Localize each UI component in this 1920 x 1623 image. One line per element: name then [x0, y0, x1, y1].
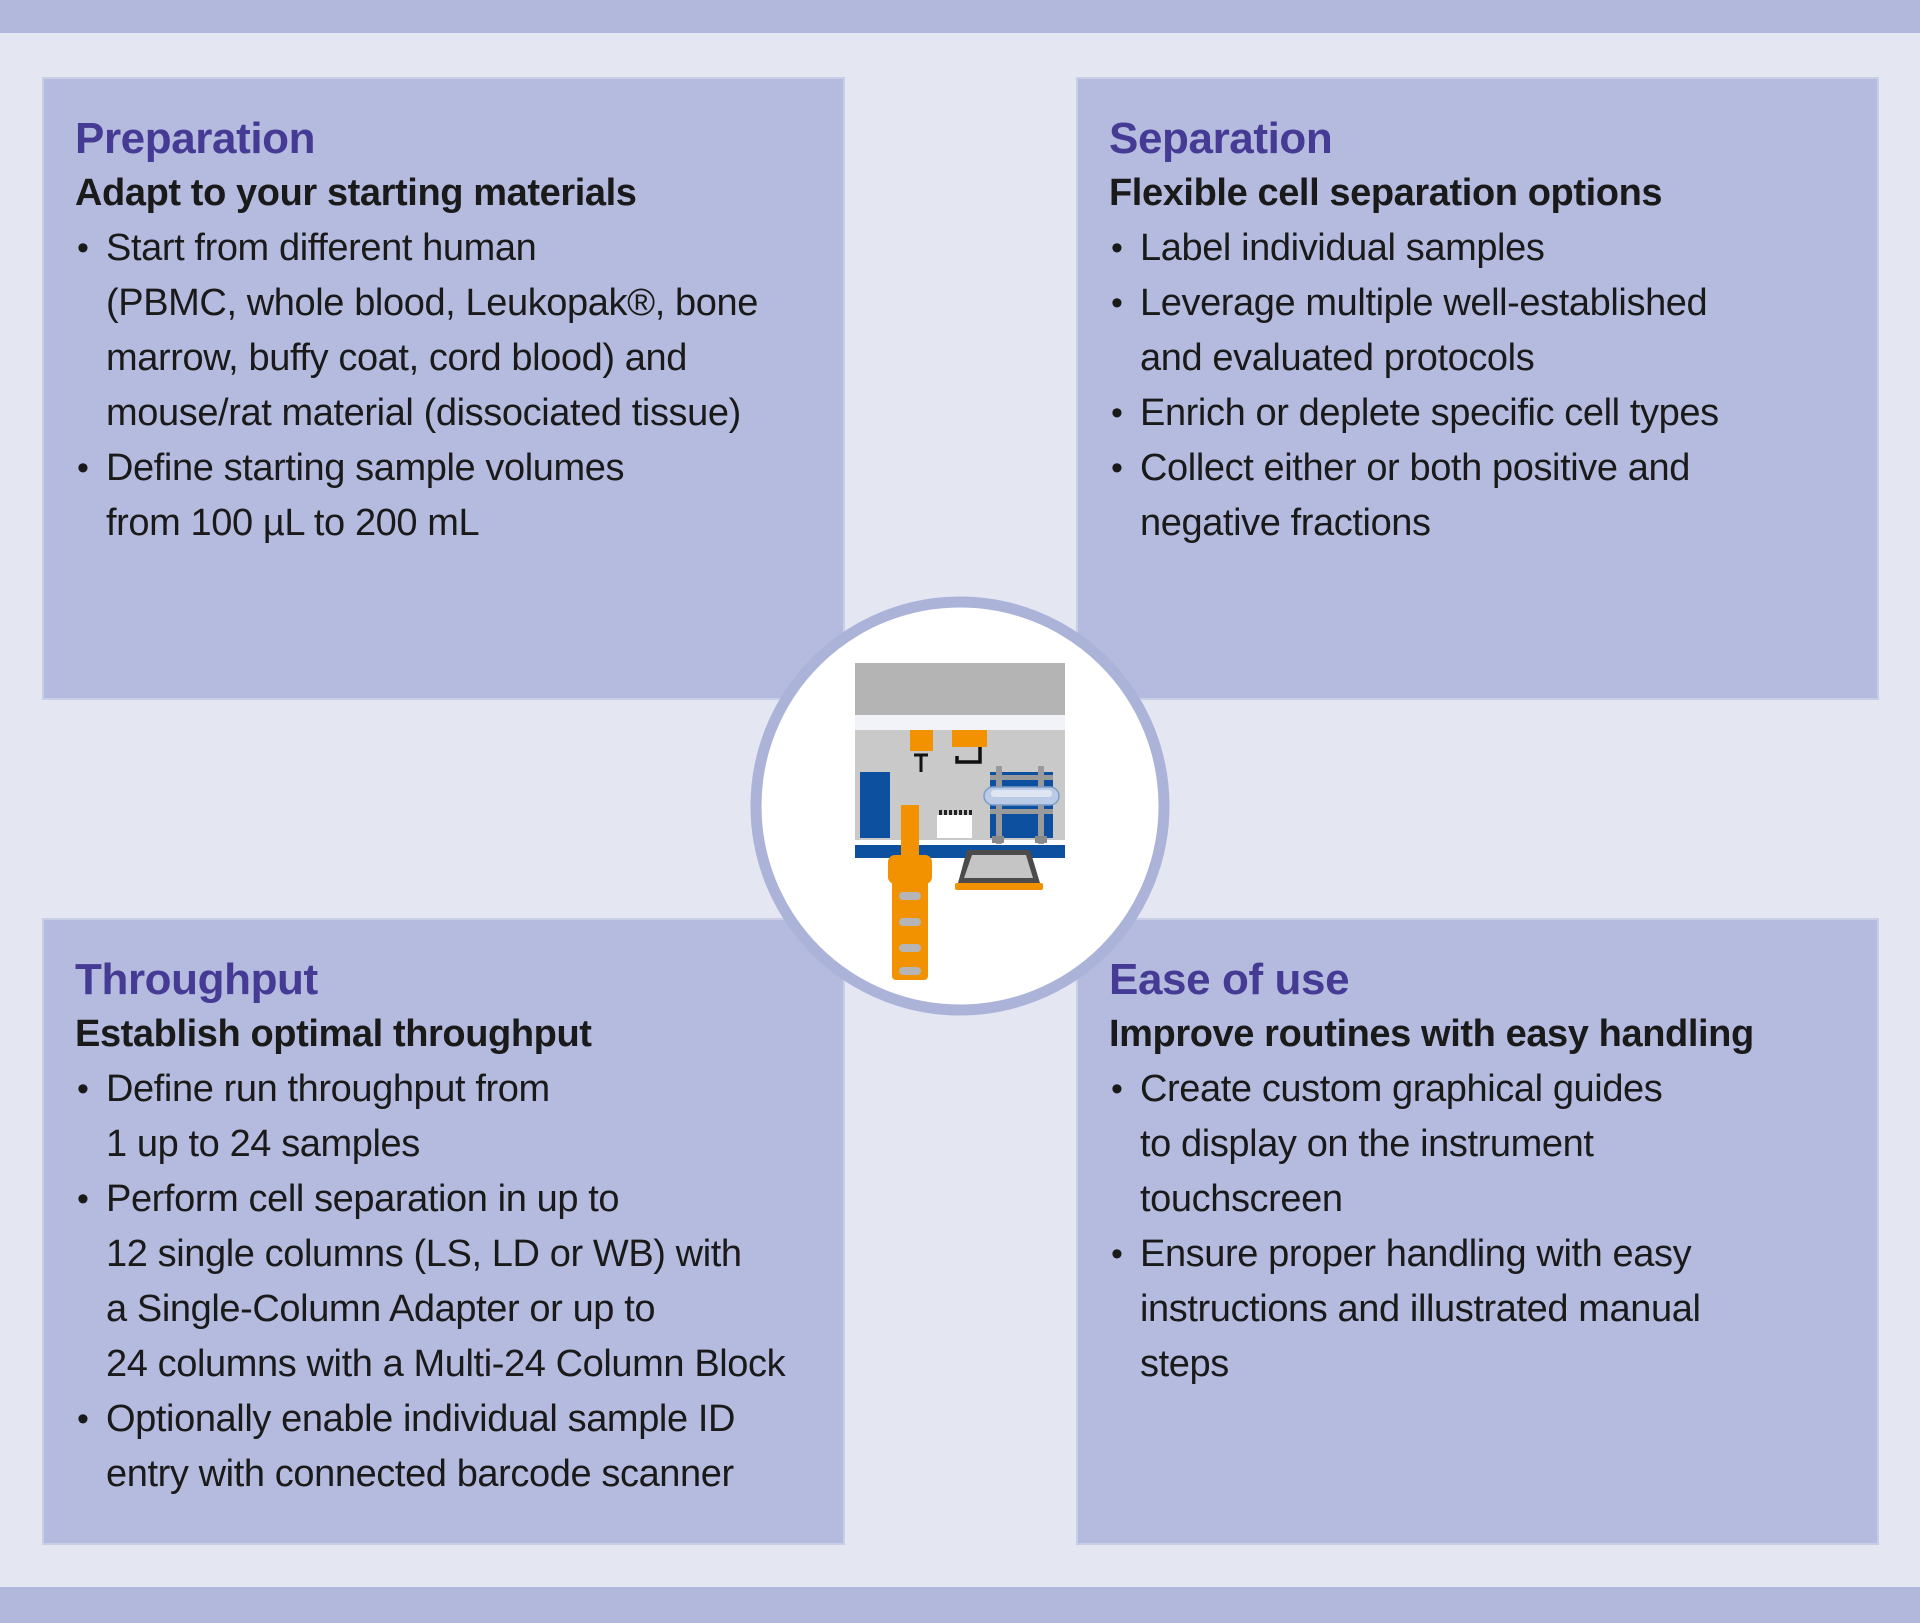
- ease-of-use-bullet-line: instructions and illustrated manual: [1140, 1288, 1701, 1330]
- throughput-heading: Throughput: [75, 955, 318, 1004]
- cell-separator-instrument-illustration: [750, 596, 1170, 1016]
- ease-of-use-heading: Ease of use: [1109, 955, 1350, 1004]
- ease-of-use-bullet-line: steps: [1140, 1343, 1229, 1385]
- separation-bullet-line: and evaluated protocols: [1140, 337, 1535, 379]
- pump-assembly: [983, 766, 1060, 844]
- ease-of-use-bullet-line: Create custom graphical guides: [1109, 1062, 1863, 1117]
- panel-ease-of-use: Ease of use Improve routines with easy h…: [1076, 918, 1879, 1545]
- throughput-subheading: Establish optimal throughput: [75, 1013, 592, 1055]
- preparation-subheading: Adapt to your starting materials: [75, 172, 637, 214]
- separation-subheading: Flexible cell separation options: [1109, 172, 1663, 214]
- ease-of-use-bullet-line: Ensure proper handling with easy: [1109, 1227, 1863, 1282]
- bottom-accent-band: [0, 1587, 1920, 1623]
- instrument-door: [860, 772, 890, 838]
- center-instrument-circle: [750, 596, 1170, 1016]
- tube-rack: [937, 810, 972, 838]
- preparation-heading: Preparation: [75, 114, 316, 163]
- separation-bullet-line: Enrich or deplete specific cell types: [1109, 386, 1863, 441]
- separation-column: [888, 805, 932, 980]
- separation-bullet-line: Leverage multiple well-established: [1109, 276, 1863, 331]
- separation-bullet-line: Label individual samples: [1109, 221, 1863, 276]
- throughput-bullet-line: 12 single columns (LS, LD or WB) with: [106, 1233, 742, 1275]
- preparation-bullet-line: (PBMC, whole blood, Leukopak®, bone: [106, 282, 758, 324]
- throughput-bullet-line: 24 columns with a Multi-24 Column Block: [106, 1343, 786, 1385]
- panel-separation: Separation Flexible cell separation opti…: [1076, 77, 1879, 700]
- preparation-bullet-line: mouse/rat material (dissociated tissue): [106, 392, 741, 434]
- preparation-bullet-line: Define starting sample volumes: [75, 441, 829, 496]
- separation-bullet-line: Collect either or both positive and: [1109, 441, 1863, 496]
- throughput-bullet-line: Optionally enable individual sample ID: [75, 1392, 829, 1447]
- buffer-bags: [910, 730, 987, 772]
- ease-of-use-bullet-line: to display on the instrument: [1140, 1123, 1594, 1165]
- separation-bullet-line: negative fractions: [1140, 502, 1431, 544]
- ease-of-use-bullet-line: touchscreen: [1140, 1178, 1343, 1220]
- throughput-bullet-line: entry with connected barcode scanner: [106, 1453, 734, 1495]
- throughput-bullet-line: Define run throughput from: [75, 1062, 829, 1117]
- throughput-bullet-line: Perform cell separation in up to: [75, 1172, 829, 1227]
- throughput-bullet-line: a Single-Column Adapter or up to: [106, 1288, 656, 1330]
- panel-throughput: Throughput Establish optimal throughput …: [42, 918, 845, 1545]
- ease-of-use-subheading: Improve routines with easy handling: [1109, 1013, 1754, 1055]
- separation-heading: Separation: [1109, 114, 1333, 163]
- top-accent-band: [0, 0, 1920, 33]
- preparation-bullet-line: from 100 µL to 200 mL: [106, 502, 480, 544]
- panel-preparation: Preparation Adapt to your starting mater…: [42, 77, 845, 700]
- preparation-bullet-line: Start from different human: [75, 221, 829, 276]
- preparation-bullet-line: marrow, buffy coat, cord blood) and: [106, 337, 687, 379]
- throughput-bullet-line: 1 up to 24 samples: [106, 1123, 420, 1165]
- touchscreen: [955, 850, 1043, 890]
